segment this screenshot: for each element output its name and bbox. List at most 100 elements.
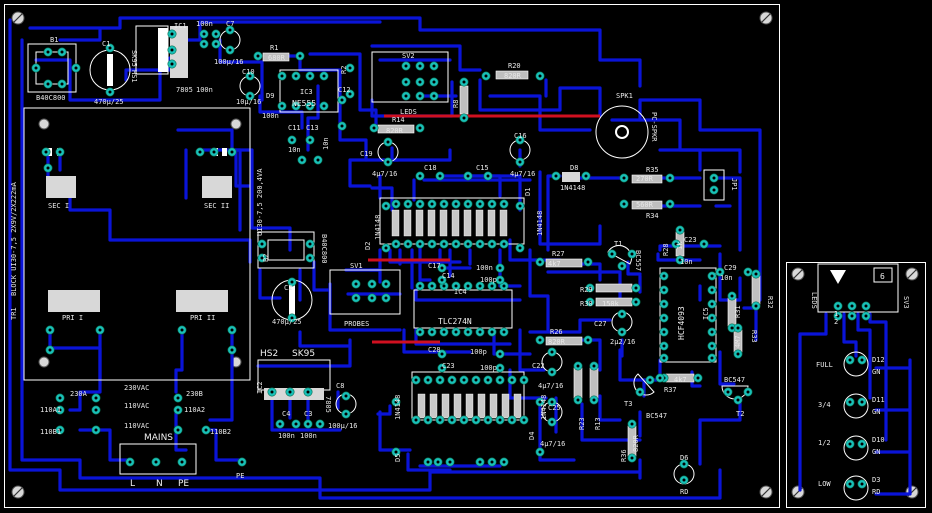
label-jp1: JP1	[730, 178, 738, 191]
pad-hole	[662, 288, 666, 292]
diode-d8	[562, 172, 580, 182]
pad-hole	[638, 390, 642, 394]
label-tr1-block: BLOCK UI30-7,5 2X9V/2X222mA	[10, 181, 18, 296]
pad-hole	[658, 376, 662, 380]
label-sv3: SV3	[902, 296, 910, 309]
label-r28-value: 1k	[676, 241, 684, 250]
pad-hole	[418, 64, 422, 68]
pad-hole	[550, 370, 554, 374]
label-hs2-sk: SK95	[292, 349, 315, 359]
pad-hole	[170, 48, 174, 52]
pad-hole	[384, 246, 388, 250]
label-d8: D8	[570, 164, 578, 172]
label-r2: R2	[340, 66, 348, 74]
pad-hole	[278, 422, 282, 426]
label-tr1: TR1	[10, 307, 18, 320]
label-d4-value: 1N4148	[540, 395, 548, 420]
pad-hole	[648, 378, 652, 382]
pad-hole	[176, 408, 180, 412]
label-j110b2: 110B2	[210, 428, 231, 436]
pad-hole	[502, 242, 506, 246]
label-c2: C2	[284, 284, 292, 292]
pad-hole	[754, 272, 758, 276]
label-c22-value: 4µ7/16	[538, 382, 563, 390]
pad-hole	[230, 348, 234, 352]
pad-hole	[438, 174, 442, 178]
pad-hole	[538, 338, 542, 342]
pad-hole	[170, 32, 174, 36]
pad-hole	[478, 242, 482, 246]
label-t1-value: BC557	[634, 250, 642, 271]
pad-hole	[736, 326, 740, 330]
pad-hole	[668, 202, 672, 206]
pad-hole	[440, 266, 444, 270]
transformer-tr1	[23, 107, 251, 381]
pad-hole	[418, 242, 422, 246]
label-gn1: GN	[872, 368, 880, 376]
label-c8-value: 100µ/16	[328, 422, 358, 430]
pad-hole	[154, 460, 158, 464]
label-j110vac1: 110VAC	[124, 402, 149, 410]
pad-hole	[260, 256, 264, 260]
pad-hole	[710, 330, 714, 334]
main-board-outline	[4, 4, 780, 508]
pad-hole	[486, 378, 490, 382]
label-leds-bd: LEDS	[810, 292, 818, 309]
pad-hole	[294, 104, 298, 108]
pad-hole	[860, 358, 864, 362]
pad-hole	[48, 328, 52, 332]
component-pads	[31, 25, 871, 489]
pad-hole	[850, 314, 854, 318]
pad-hole	[630, 252, 634, 256]
label-gn2: GN	[872, 408, 880, 416]
label-t3-value: BC547	[646, 412, 667, 420]
label-pe2: PE	[236, 472, 244, 480]
pad-hole	[462, 80, 466, 84]
pad-hole	[344, 394, 348, 398]
pad-hole	[522, 418, 526, 422]
pad-hole	[290, 316, 294, 320]
label-r36b-value: 820R	[632, 434, 640, 452]
label-r32: R32	[766, 296, 774, 309]
mains-connector	[119, 443, 197, 475]
pad-hole	[502, 202, 506, 206]
pad-hole	[348, 66, 352, 70]
label-c25-value: 4µ7/16	[540, 440, 565, 448]
label-n: N	[156, 479, 163, 489]
pad-hole	[554, 174, 558, 178]
pad-hole	[300, 158, 304, 162]
pad-hole	[288, 390, 292, 394]
pad-hole	[662, 274, 666, 278]
pad-hole	[340, 98, 344, 102]
label-d1: D1	[524, 188, 532, 196]
pad-hole	[588, 286, 592, 290]
label-c8: C8	[336, 382, 344, 390]
bridge-b2	[257, 231, 315, 269]
pad-hole	[510, 418, 514, 422]
label-d12: D12	[872, 356, 885, 364]
label-r31: R31	[734, 305, 742, 318]
ic5-outline	[659, 267, 717, 363]
pad-hole	[404, 80, 408, 84]
label-c15: C15	[476, 164, 489, 172]
pad-hole	[462, 116, 466, 120]
pad-hole	[486, 174, 490, 178]
pad-hole	[678, 228, 682, 232]
label-c11-value: 10n	[288, 146, 301, 154]
pad-hole	[490, 330, 494, 334]
label-sec1: SEC I	[48, 202, 69, 210]
label-t1: T1	[614, 240, 622, 248]
label-r34: R34	[646, 212, 659, 220]
pad-hole	[204, 428, 208, 432]
pad-hole	[430, 330, 434, 334]
pad-hole	[620, 330, 624, 334]
label-c1: C1	[102, 40, 110, 48]
pad-hole	[668, 176, 672, 180]
pad-hole	[436, 460, 440, 464]
pad-hole	[630, 456, 634, 460]
pad-hole	[502, 330, 506, 334]
pad-hole	[176, 428, 180, 432]
resistor-bodies	[262, 52, 761, 457]
pad-hole	[442, 330, 446, 334]
pad-hole	[610, 252, 614, 256]
